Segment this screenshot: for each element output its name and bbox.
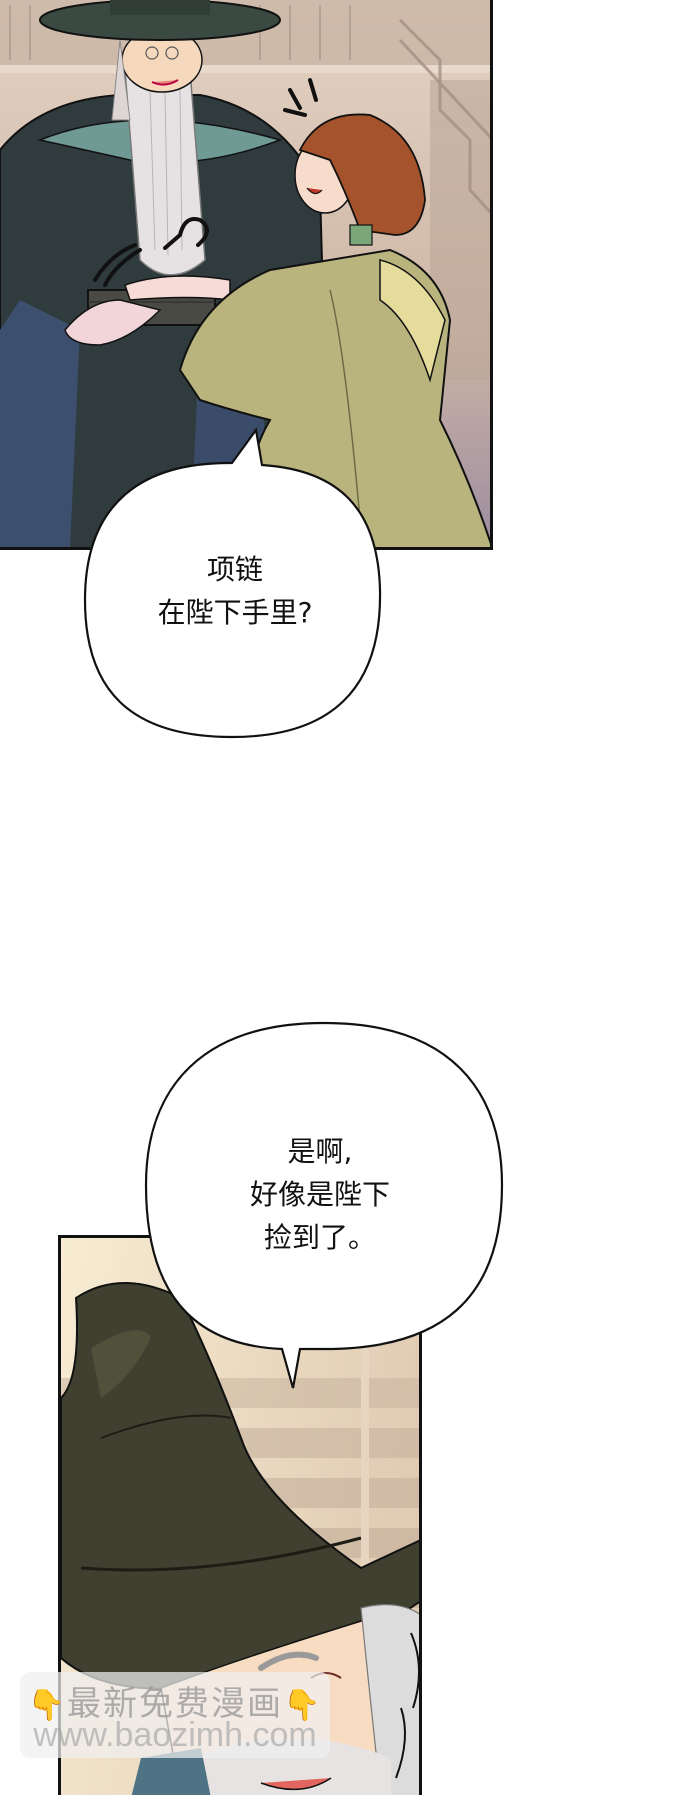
speech-bubble-2-text: 是啊, 好像是陛下 捡到了。 (170, 1130, 470, 1259)
pointing-down-hand-icon: 👇 (283, 1688, 323, 1723)
bubble-2-line-1: 是啊, (287, 1135, 353, 1168)
bubble-1-line-1: 项链 (206, 553, 263, 586)
bubble-1-line-2: 在陛下手里? (157, 596, 313, 629)
bubble-2-line-2: 好像是陛下 (249, 1178, 390, 1211)
motion-lines (395, 1632, 419, 1779)
speech-bubble-1-text: 项链 在陛下手里? (85, 548, 385, 634)
site-watermark[interactable]: 👇最新免费漫画👇 www.baozimh.com (20, 1672, 330, 1758)
watermark-promo-line: 👇最新免费漫画👇 (20, 1676, 330, 1725)
comic-panel-1 (0, 0, 493, 550)
panel-1-illustration (0, 0, 490, 547)
motion-lines (93, 78, 318, 287)
pointing-down-hand-icon: 👇 (27, 1688, 67, 1723)
watermark-url[interactable]: www.baozimh.com (33, 1716, 317, 1754)
wizard-hat (39, 0, 281, 41)
woman-hair (298, 113, 426, 236)
bubble-2-line-3: 捡到了。 (263, 1221, 376, 1254)
staircase (398, 18, 490, 214)
watermark-promo-text: 最新免费漫画 (67, 1684, 283, 1724)
